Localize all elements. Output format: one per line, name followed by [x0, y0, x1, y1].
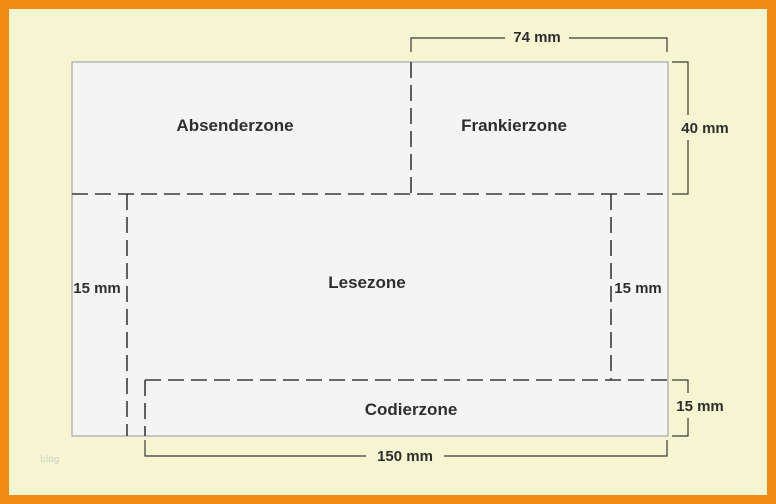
envelope	[71, 61, 669, 437]
dim-15-codier-label: 15 mm	[676, 398, 724, 415]
absenderzone-label: Absenderzone	[176, 116, 293, 135]
dim-150-label: 150 mm	[377, 448, 433, 465]
dim-150-left	[144, 440, 366, 457]
dim-40-bottom	[672, 140, 689, 195]
frankierzone-label: Frankierzone	[461, 116, 567, 135]
dim-40-label: 40 mm	[681, 120, 729, 137]
dim-15-right-label: 15 mm	[614, 280, 662, 297]
dim-74-left	[410, 37, 505, 52]
dim-15-left-label: 15 mm	[73, 280, 121, 297]
dimension-lines	[144, 37, 689, 457]
zone-boundaries	[72, 62, 668, 436]
dim-74-label: 74 mm	[513, 29, 561, 46]
lesezone-label: Lesezone	[328, 273, 405, 292]
watermark-text: blog	[40, 455, 59, 465]
dim-74-right	[569, 37, 668, 52]
codierzone-label: Codierzone	[365, 400, 458, 419]
dim-150-right	[444, 440, 668, 457]
dim-15-codier-top	[672, 379, 689, 393]
dim-40-top	[672, 61, 689, 115]
dim-15-codier-bottom	[672, 418, 689, 437]
